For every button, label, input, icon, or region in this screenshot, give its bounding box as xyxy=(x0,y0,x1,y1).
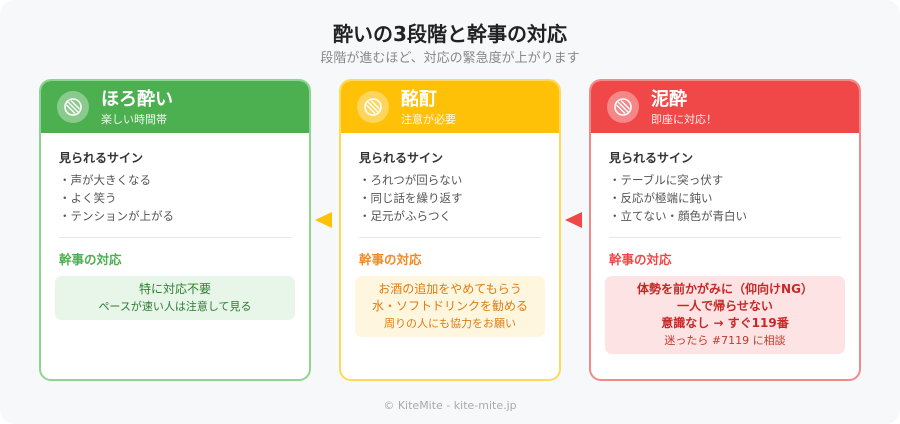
divider xyxy=(359,237,541,238)
stage-header: ほろ酔い楽しい時間帯 xyxy=(41,81,309,133)
signs-label: 見られるサイン xyxy=(59,151,144,165)
signs-list: ・ろれつが回らない・同じ話を繰り返す・足元がふらつく xyxy=(359,171,541,225)
response-item: 周りの人にも協力をお願い xyxy=(384,317,516,330)
sign-item: ・同じ話を繰り返す xyxy=(359,191,463,205)
response-item: 特に対応不要 xyxy=(138,282,211,296)
footer-credit: © KiteMite - kite-mite.jp xyxy=(383,399,517,412)
arrow-left-icon xyxy=(565,212,582,228)
sign-item: ・よく笑う xyxy=(59,191,117,205)
stage-card: 酩酊注意が必要見られるサイン・ろれつが回らない・同じ話を繰り返す・足元がふらつく… xyxy=(339,79,561,381)
glass-icon xyxy=(607,91,639,123)
divider xyxy=(609,237,841,238)
signs-list: ・テーブルに突っ伏す・反応が極端に鈍い・立てない・顔色が青白い xyxy=(609,171,841,225)
sign-item: ・足元がふらつく xyxy=(359,209,451,223)
response-label: 幹事の対応 xyxy=(359,252,422,267)
page-subtitle: 段階が進むほど、対応の緊急度が上がります xyxy=(320,51,580,66)
stage-header: 酩酊注意が必要 xyxy=(341,81,559,133)
sign-item: ・反応が極端に鈍い xyxy=(609,191,713,205)
response-label: 幹事の対応 xyxy=(59,252,122,267)
response-item: 迷ったら #7119 に相談 xyxy=(664,334,786,347)
response-item: 意識なし → すぐ119番 xyxy=(661,316,789,330)
signs-label: 見られるサイン xyxy=(359,151,444,165)
response-item: お酒の追加をやめてもらう xyxy=(378,282,522,296)
signs-list: ・声が大きくなる・よく笑う・テンションが上がる xyxy=(59,171,291,225)
sign-item: ・テンションが上がる xyxy=(59,209,174,223)
sign-item: ・ろれつが回らない xyxy=(359,173,463,187)
divider xyxy=(59,237,291,238)
signs-label: 見られるサイン xyxy=(609,151,694,165)
arrow-left-icon xyxy=(315,212,332,228)
response-item: 体勢を前かがみに（仰向けNG） xyxy=(637,282,813,296)
sign-item: ・テーブルに突っ伏す xyxy=(609,173,724,187)
response-item: 水・ソフトドリンクを勧める xyxy=(371,299,528,313)
response-box: お酒の追加をやめてもらう水・ソフトドリンクを勧める周りの人にも協力をお願い xyxy=(355,276,545,337)
response-box: 体勢を前かがみに（仰向けNG） 一人で帰らせない意識なし → すぐ119番迷ったら… xyxy=(605,276,845,354)
stage-title: ほろ酔い xyxy=(101,89,173,110)
stage-title: 酩酊 xyxy=(401,89,437,110)
stage-subtitle: 即座に対応！ xyxy=(651,113,717,126)
sign-item: ・声が大きくなる xyxy=(59,173,151,187)
stage-subtitle: 楽しい時間帯 xyxy=(101,113,167,126)
stage-title: 泥酔 xyxy=(651,89,687,110)
stage-header: 泥酔即座に対応！ xyxy=(591,81,859,133)
glass-icon xyxy=(357,91,389,123)
sign-item: ・立てない・顔色が青白い xyxy=(609,209,747,223)
response-item: ペースが速い人は注意して見る xyxy=(98,300,252,313)
stage-card: ほろ酔い楽しい時間帯見られるサイン・声が大きくなる・よく笑う・テンションが上がる… xyxy=(39,79,311,381)
response-item: 一人で帰らせない xyxy=(677,299,773,313)
page-title: 酔いの3段階と幹事の対応 xyxy=(333,22,567,46)
response-box: 特に対応不要ペースが速い人は注意して見る xyxy=(55,276,295,320)
glass-icon xyxy=(57,91,89,123)
response-label: 幹事の対応 xyxy=(609,252,672,267)
stage-card: 泥酔即座に対応！ 見られるサイン・テーブルに突っ伏す・反応が極端に鈍い・立てない・… xyxy=(589,79,861,381)
stage-subtitle: 注意が必要 xyxy=(401,113,456,126)
